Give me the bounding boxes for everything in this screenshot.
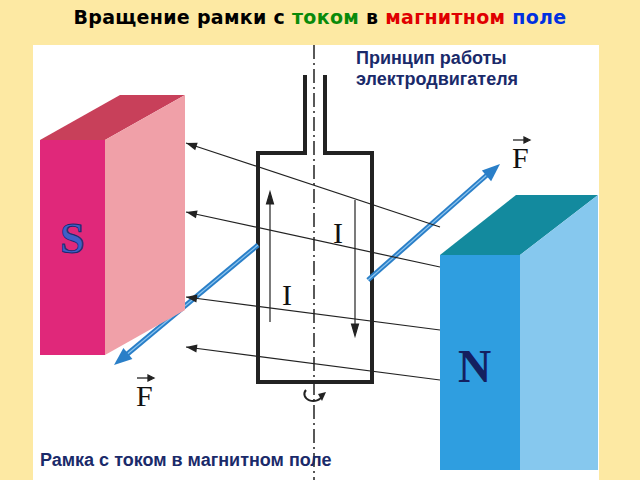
force-label: F (512, 141, 529, 175)
current-label: I (333, 216, 343, 250)
subtitle-text: Принцип работы электродвигателя (356, 48, 581, 89)
white-panel (33, 45, 599, 480)
force-label: F (136, 379, 153, 413)
field-line (186, 210, 440, 267)
current-direction-arrows (267, 192, 359, 336)
rotation-arrow (304, 390, 326, 401)
caption-text: Рамка с током в магнитном поле (40, 450, 332, 471)
magnet-pole: S (40, 95, 186, 357)
pole-letter: N (458, 340, 491, 393)
pole-letter: S (60, 213, 84, 264)
current-frame (258, 75, 372, 382)
magnet-block (440, 195, 598, 470)
field-line (186, 143, 440, 227)
slide-title: Вращение рамки с током в магнитном поле (0, 6, 640, 28)
current-label: I (282, 278, 292, 312)
field-line (186, 344, 440, 380)
magnet-pole: N (440, 195, 598, 470)
rotation-axis (313, 45, 315, 480)
field-line (186, 294, 440, 330)
